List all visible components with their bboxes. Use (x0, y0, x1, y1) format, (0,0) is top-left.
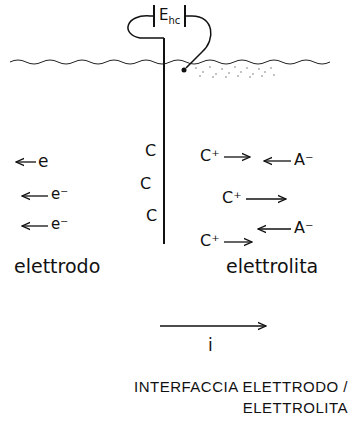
electron-label: e⁻ (51, 186, 68, 203)
subscript-text: hc (168, 15, 180, 26)
caption: INTERFACCIA ELETTRODO / ELETTROLITA (96, 376, 348, 418)
anion-label: A⁻ (294, 151, 313, 169)
cation-label: C⁺ (222, 189, 242, 207)
stipple (195, 66, 275, 78)
probe-dot (182, 68, 187, 73)
cation-label: C⁺ (200, 232, 220, 250)
anion-label: A⁻ (294, 219, 313, 237)
charge-label: C (140, 175, 151, 193)
electron-label: e (38, 152, 48, 171)
electrolyte-surface (10, 60, 330, 64)
charge-label: C (146, 207, 157, 225)
electrode-label: elettrodo (14, 256, 100, 277)
electrode-wire (163, 38, 165, 244)
symbol-text: E (159, 6, 168, 24)
source-box: Ehc (153, 5, 186, 27)
electron-label: e⁻ (51, 216, 68, 233)
charge-arrows (16, 157, 291, 326)
charge-label: C (145, 142, 156, 160)
cation-label: C⁺ (200, 147, 220, 165)
electrolyte-label: elettrolita (226, 256, 318, 277)
current-label: i (208, 336, 213, 355)
